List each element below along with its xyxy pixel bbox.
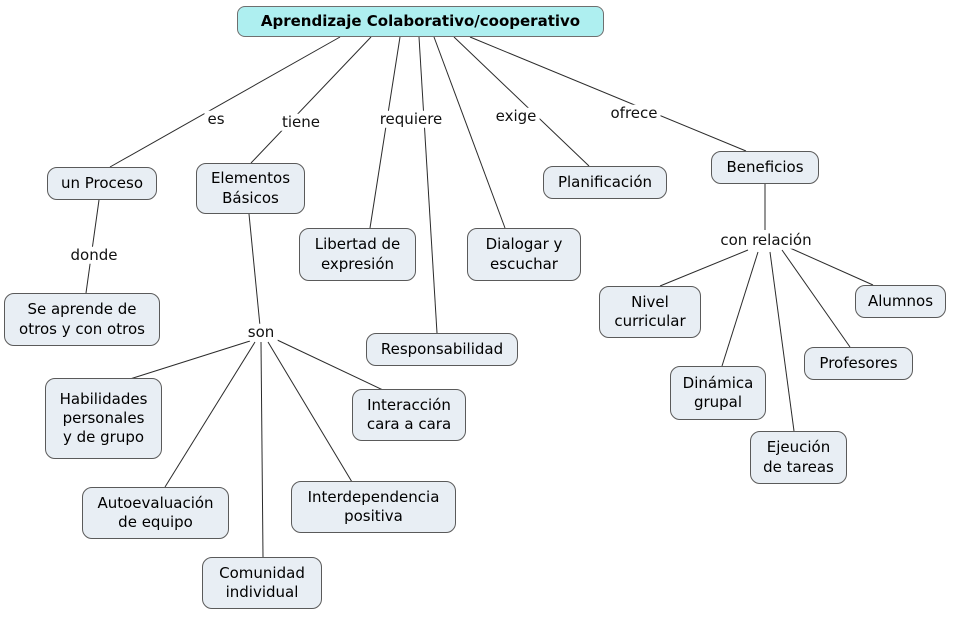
edge-label-son[interactable]: son: [244, 324, 278, 341]
edge-line-requiere-dialogar: [433, 36, 506, 229]
edge-label-donde[interactable]: donde: [67, 247, 121, 264]
edge-line-requiere-responsabilidad: [418, 36, 438, 334]
node-autoevaluacion-de-equipo[interactable]: Autoevaluación de equipo: [82, 487, 229, 539]
node-comunidad-individual[interactable]: Comunidad individual: [202, 557, 322, 609]
node-planificacion[interactable]: Planificación: [543, 166, 667, 199]
edge-line-donde: [85, 199, 100, 294]
node-dinamica-grupal[interactable]: Dinámica grupal: [670, 366, 766, 420]
edge-label-requiere[interactable]: requiere: [376, 111, 446, 128]
edge-label-tiene[interactable]: tiene: [278, 114, 324, 131]
edge-line-ofrece: [469, 36, 747, 152]
node-interaccion-cara-a-cara[interactable]: Interacción cara a cara: [352, 389, 466, 441]
edge-line-exige: [453, 36, 590, 167]
edge-line-conrelacion-nivel: [659, 249, 749, 287]
edge-line-requiere-libertad: [369, 36, 401, 229]
edge-line-conrelacion-ejecucion: [769, 251, 795, 432]
node-profesores[interactable]: Profesores: [804, 347, 913, 380]
node-elementos-basicos[interactable]: Elementos Básicos: [196, 163, 305, 214]
edge-label-exige[interactable]: exige: [492, 108, 540, 125]
edge-line-son-autoevaluacion: [164, 341, 256, 488]
node-beneficios[interactable]: Beneficios: [711, 151, 819, 184]
edge-label-ofrece[interactable]: ofrece: [607, 105, 661, 122]
edge-line-tiene: [250, 36, 372, 164]
edge-line-conrelacion-dinamica: [721, 251, 759, 367]
node-dialogar-y-escuchar[interactable]: Dialogar y escuchar: [467, 228, 581, 281]
root-node[interactable]: Aprendizaje Colaborativo/cooperativo: [237, 6, 604, 37]
node-nivel-curricular[interactable]: Nivel curricular: [599, 286, 701, 338]
node-ejecucion-de-tareas[interactable]: Ejeución de tareas: [750, 431, 847, 484]
node-responsabilidad[interactable]: Responsabilidad: [366, 333, 518, 366]
edge-label-es[interactable]: es: [204, 111, 228, 128]
node-un-proceso[interactable]: un Proceso: [47, 167, 157, 200]
node-se-aprende-de-otros[interactable]: Se aprende de otros y con otros: [4, 293, 160, 346]
edge-line-son-comunidad: [260, 341, 264, 558]
edge-line-son-interdependencia: [267, 341, 353, 483]
edge-line-son-habilidades: [129, 340, 251, 380]
edge-line-son-interaccion: [272, 337, 384, 391]
node-habilidades-personales[interactable]: Habilidades personales y de grupo: [45, 378, 162, 459]
edge-line-son-stem: [248, 213, 261, 327]
edge-line-conrelacion-profesores: [781, 249, 851, 348]
edge-label-con-relacion[interactable]: con relación: [717, 232, 815, 249]
edge-line-conrelacion-alumnos: [789, 247, 874, 286]
node-interdependencia-positiva[interactable]: Interdependencia positiva: [291, 481, 456, 533]
node-alumnos[interactable]: Alumnos: [855, 285, 946, 318]
node-libertad-de-expresion[interactable]: Libertad de expresión: [299, 228, 416, 281]
edge-line-es: [109, 36, 341, 168]
